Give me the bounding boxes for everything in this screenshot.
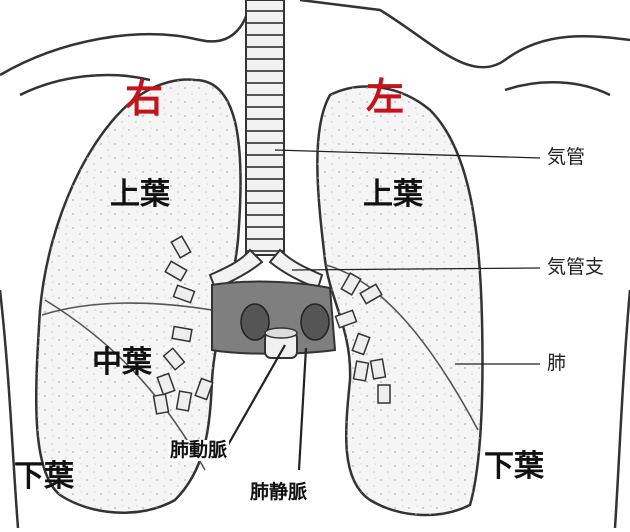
- right-lower-lobe-label: 下葉: [14, 462, 74, 492]
- left-upper-lobe-label: 上葉: [363, 180, 423, 210]
- pulmonary-artery-label: 肺動脈: [168, 440, 229, 461]
- left-lower-lobe-label: 下葉: [484, 452, 544, 482]
- right-side-label: 右: [125, 80, 163, 118]
- left-side-label: 左: [366, 78, 404, 116]
- right-middle-lobe-label: 中葉: [92, 348, 152, 378]
- trachea: [246, 0, 284, 255]
- bronchus-label: 気管支: [547, 258, 604, 277]
- lung-label: 肺: [547, 354, 566, 373]
- right-upper-lobe-label: 上葉: [110, 180, 170, 210]
- pulmonary-vessels: [212, 282, 335, 358]
- left-lung: [317, 87, 482, 515]
- trachea-label: 気管: [547, 148, 585, 167]
- pulmonary-vein-label: 肺静脈: [248, 482, 309, 503]
